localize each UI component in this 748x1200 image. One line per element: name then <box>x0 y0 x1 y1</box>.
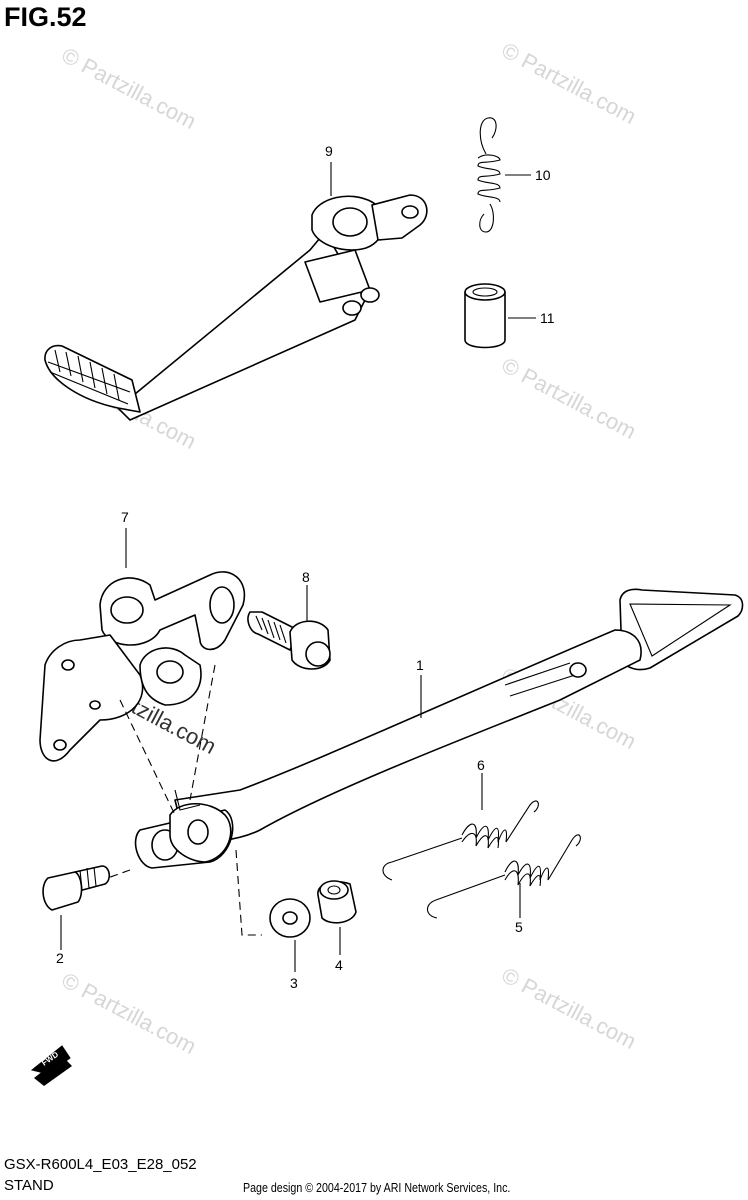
callout-2: 2 <box>56 950 64 966</box>
part-2-bolt <box>42 865 111 911</box>
part-4-nut <box>317 880 357 924</box>
part-6-spring <box>382 800 539 881</box>
watermark-text: © Partzilla.com <box>498 962 641 1054</box>
section-name: STAND <box>4 1177 54 1194</box>
callout-3: 3 <box>290 975 298 991</box>
part-9-pedal <box>44 194 428 421</box>
part-10-spring <box>477 117 501 233</box>
part-11-collar <box>464 283 506 349</box>
part-7-bracket <box>39 571 246 762</box>
watermark-text: © Partzilla.com <box>498 352 641 444</box>
watermark-text: © Partzilla.com <box>58 967 201 1059</box>
part-5-spring <box>426 834 581 919</box>
model-code: GSX-R600L4_E03_E28_052 <box>4 1156 197 1173</box>
figure-title: FIG.52 <box>4 2 87 32</box>
callout-6: 6 <box>477 757 485 773</box>
watermark-text: © Partzilla.com <box>58 42 201 134</box>
callout-5: 5 <box>515 919 523 935</box>
part-3-washer <box>269 898 311 938</box>
forward-direction-arrow-icon: FWD <box>30 1045 72 1086</box>
callout-9: 9 <box>325 143 333 159</box>
callout-7: 7 <box>121 509 129 525</box>
assembly-lines <box>101 664 262 936</box>
callout-11: 11 <box>540 310 555 326</box>
callout-4: 4 <box>335 957 343 973</box>
part-1-side-stand <box>134 588 744 869</box>
watermark-text: © Partzilla.com <box>498 37 641 129</box>
part-8-bolt <box>247 611 331 670</box>
callout-8: 8 <box>302 569 310 585</box>
callout-1: 1 <box>416 657 424 673</box>
callout-10: 10 <box>535 167 551 183</box>
copyright-notice: Page design © 2004-2017 by ARI Network S… <box>243 1180 511 1195</box>
